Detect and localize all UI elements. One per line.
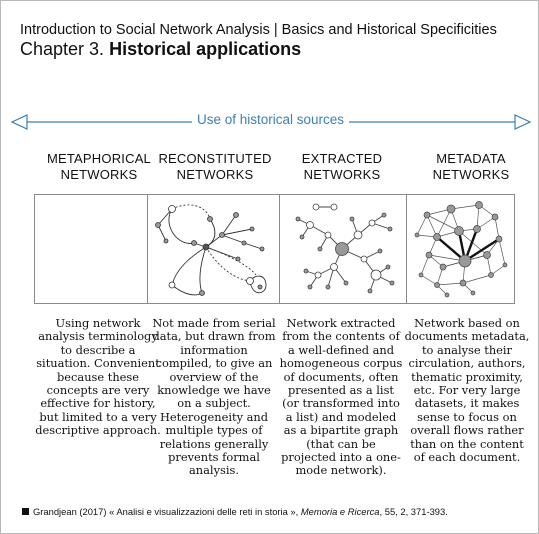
column-title-metaphorical: METAPHORICAL NETWORKS <box>34 151 164 183</box>
column-title-metadata: METADATA NETWORKS <box>406 151 536 183</box>
column-title-text: EXTRACTED NETWORKS <box>301 151 383 182</box>
citation-footer: Grandjean (2017) « Analisi e visualizzaz… <box>22 506 448 517</box>
chapter-prefix: Chapter 3. <box>20 39 105 59</box>
reconstituted-network-panel <box>147 195 279 303</box>
column-title-text: RECONSTITUTED NETWORKS <box>158 151 272 182</box>
description-metaphorical: Using network analysis terminology to de… <box>35 316 161 438</box>
network-illustrations <box>34 194 515 304</box>
right-arrowhead-icon <box>514 114 531 130</box>
arrow-label: Use of historical sources <box>191 112 350 127</box>
column-title-extracted: EXTRACTED NETWORKS <box>277 151 407 183</box>
arrow-label-wrap: Use of historical sources <box>1 112 538 127</box>
metadata-network-panel <box>406 195 515 303</box>
reconstituted-network-graphic <box>155 204 267 296</box>
description-metadata: Network based on documents metadata, to … <box>404 316 530 465</box>
description-reconstituted: Not made from serial data, but drawn fro… <box>152 316 276 478</box>
course-title: Introduction to Social Network Analysis … <box>20 22 497 38</box>
citation-journal: Memoria e Ricerca <box>300 506 380 517</box>
chapter-title: Historical applications <box>109 39 302 59</box>
column-title-text: METAPHORICAL NETWORKS <box>46 151 151 182</box>
extracted-network-panel <box>279 195 406 303</box>
citation-end: , 55, 2, 371-393. <box>379 506 448 517</box>
chapter-heading: Chapter 3. Historical applications <box>20 39 301 60</box>
metadata-network-graphic <box>414 201 508 298</box>
left-arrowhead-icon <box>11 114 28 130</box>
description-extracted: Network extracted from the contents of a… <box>279 316 403 478</box>
column-title-text: METADATA NETWORKS <box>432 151 510 182</box>
metaphorical-network-panel <box>35 195 147 303</box>
column-title-reconstituted: RECONSTITUTED NETWORKS <box>150 151 280 183</box>
citation-start: Grandjean (2017) « Analisi e visualizzaz… <box>33 506 301 517</box>
square-bullet-icon <box>22 508 29 515</box>
extracted-network-graphic <box>295 203 395 294</box>
